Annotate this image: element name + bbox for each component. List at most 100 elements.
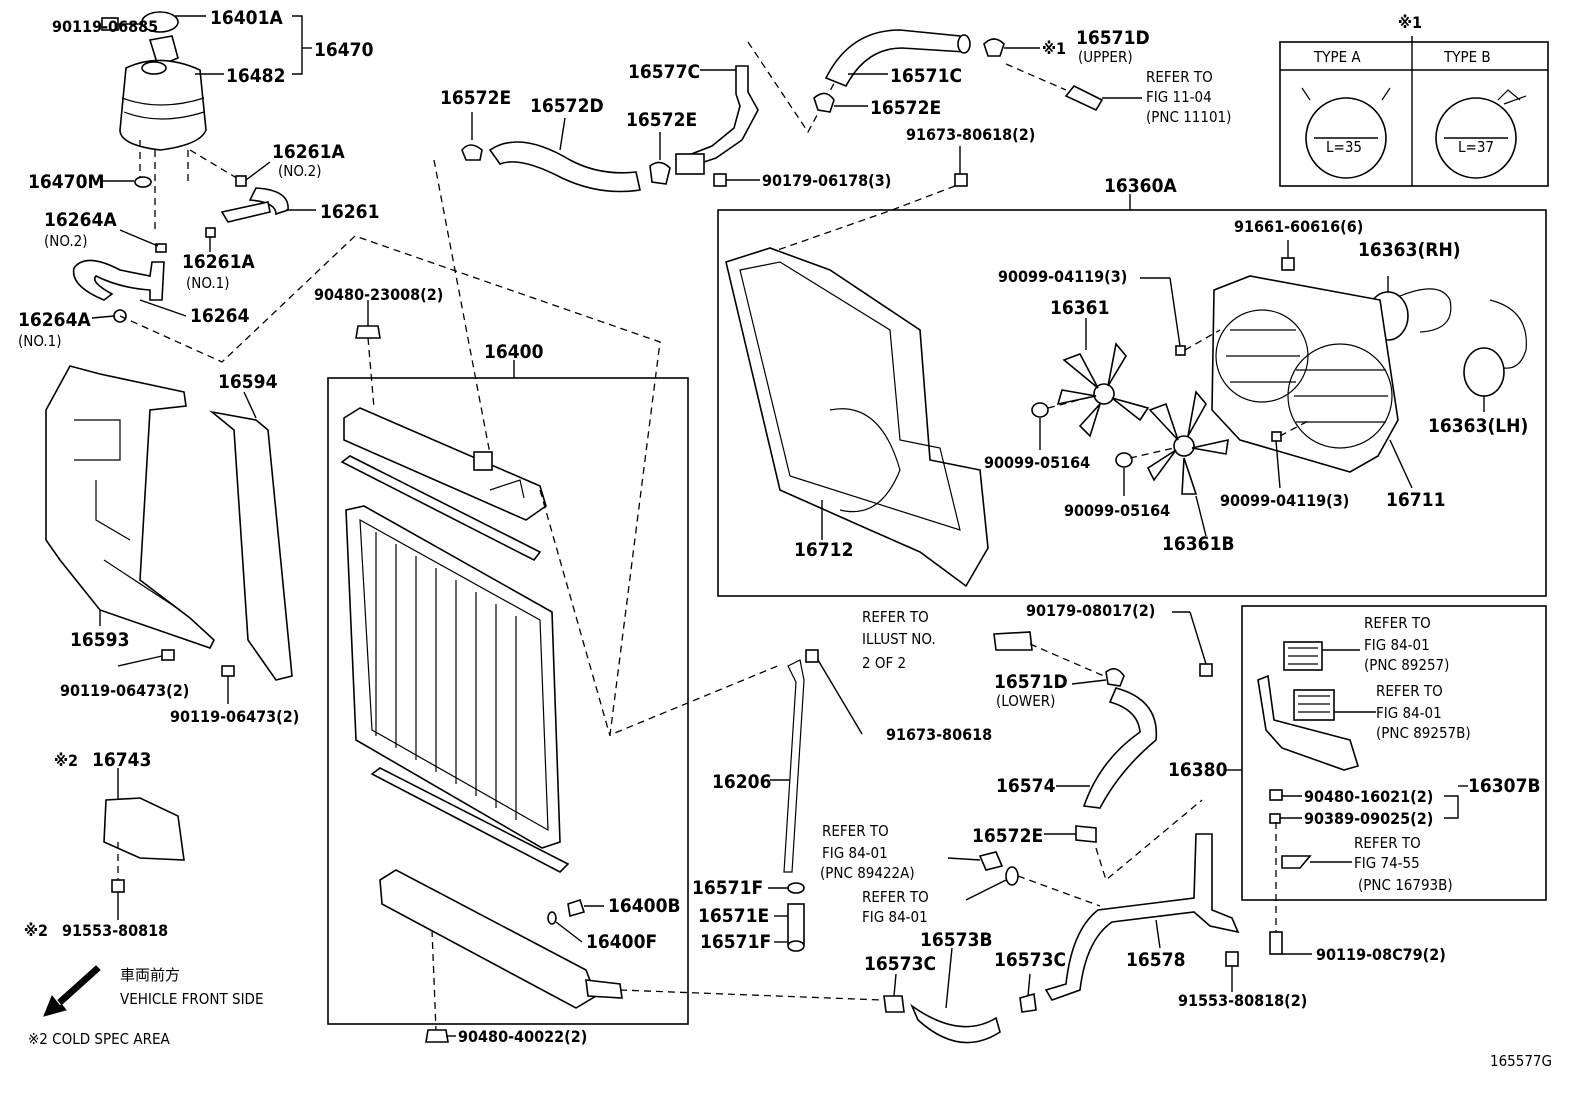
label-no2-a: (NO.2) <box>278 162 322 180</box>
label-16264A-no1: 16264A <box>18 309 91 331</box>
label-refer-illust: REFER TO <box>862 608 929 626</box>
label-90179-06178: 90179-06178(3) <box>762 171 891 190</box>
reservoir-tank <box>119 11 207 151</box>
clamp-type-box <box>1279 36 1549 187</box>
fan-shroud-box <box>717 209 1547 597</box>
label-ref2-b: ※2 <box>24 921 48 940</box>
label-16206: 16206 <box>712 771 771 793</box>
duct-16593 <box>45 365 215 649</box>
label-l37: L=37 <box>1458 138 1494 156</box>
label-16573B: 16573B <box>920 929 993 951</box>
label-16572E-b: 16572E <box>626 109 697 131</box>
label-91553-80818-2: 91553-80818(2) <box>1178 991 1307 1010</box>
label-16571C: 16571C <box>890 65 962 87</box>
label-16573C-a: 16573C <box>864 953 936 975</box>
label-figure-id: 165577G <box>1490 1052 1552 1070</box>
label-fig-84-d: FIG 84-01 <box>1376 704 1442 722</box>
label-90099-04119-b: 90099-04119(3) <box>1220 491 1349 510</box>
pipe-16578 <box>1044 833 1240 1001</box>
label-16261: 16261 <box>320 201 379 223</box>
label-16577C: 16577C <box>628 61 700 83</box>
label-16261A-no2: 16261A <box>272 141 345 163</box>
label-fig-11-04: FIG 11-04 <box>1146 88 1212 106</box>
radiator-tank-lower <box>379 869 623 1009</box>
hose-16571E <box>787 882 805 952</box>
relay-89257B <box>1293 689 1335 721</box>
label-16594: 16594 <box>218 371 278 393</box>
oring-16400F <box>547 911 557 925</box>
bolt-90119-08C79 <box>1269 931 1283 955</box>
nut-90179-08017 <box>1199 663 1213 677</box>
clamp-16264A-no2 <box>155 243 167 253</box>
drain-16400B <box>567 898 586 918</box>
nut-90179-06178 <box>713 173 727 187</box>
clamp-16573C-a <box>883 995 905 1013</box>
clamp-16572E-a <box>461 144 483 161</box>
bracket-16307B <box>1257 674 1360 771</box>
motor-16363-lh <box>1463 299 1527 397</box>
bolt-90119-06473-a <box>161 649 175 661</box>
vehicle-front-arrow-icon <box>43 965 101 1017</box>
label-16361B: 16361B <box>1162 533 1235 555</box>
clamp-16571D-lower <box>1105 668 1125 687</box>
cap-90480-40022 <box>425 1029 449 1043</box>
cap-16470M <box>134 176 152 188</box>
label-pnc-16793B: (PNC 16793B) <box>1358 876 1453 894</box>
hose-16572D <box>488 141 641 193</box>
screw-90099-04119-a <box>1175 345 1186 356</box>
label-91673-80618: 91673-80618 <box>886 725 992 744</box>
label-90119-06473-a: 90119-06473(2) <box>60 681 189 700</box>
label-refer-84-a: REFER TO <box>822 822 889 840</box>
label-pnc-89257: (PNC 89257) <box>1364 656 1449 674</box>
radiator-tank-upper <box>343 407 547 521</box>
label-no1-a: (NO.1) <box>186 274 230 292</box>
radiator-core <box>345 505 561 849</box>
bolt-91661-60616 <box>1281 257 1295 271</box>
label-16264A-no2: 16264A <box>44 209 117 231</box>
label-16572E-c: 16572E <box>870 97 941 119</box>
label-16400: 16400 <box>484 341 544 363</box>
label-no2-b: (NO.2) <box>44 232 88 250</box>
bolt-90119-06885 <box>101 17 128 31</box>
nut-90099-05164-a <box>1031 402 1049 418</box>
label-16571F-a: 16571F <box>692 877 763 899</box>
label-16571D-upper: 16571D <box>1076 27 1150 49</box>
label-16380: 16380 <box>1168 759 1228 781</box>
label-16711: 16711 <box>1386 489 1445 511</box>
bracket-box <box>1241 605 1547 901</box>
cushion-90480-16021 <box>1269 789 1283 801</box>
fan-shroud-16711 <box>1211 275 1399 473</box>
label-90099-04119-a: 90099-04119(3) <box>998 267 1127 286</box>
hose-16264 <box>72 259 165 301</box>
clamp-16572E-b <box>649 161 671 185</box>
label-16363-rh: 16363(RH) <box>1358 239 1461 261</box>
label-ref2-a: ※2 <box>54 751 78 770</box>
cover-16743 <box>103 797 185 861</box>
label-refer-to-a: REFER TO <box>1146 68 1213 86</box>
label-16261A-no1: 16261A <box>182 251 255 273</box>
label-16578: 16578 <box>1126 949 1185 971</box>
relay-89257 <box>1283 641 1323 671</box>
clamp-16573C-b <box>1019 992 1037 1013</box>
label-90480-16021: 90480-16021(2) <box>1304 787 1433 806</box>
label-16264: 16264 <box>190 305 250 327</box>
label-refer-84-d: REFER TO <box>1376 682 1443 700</box>
label-16572D: 16572D <box>530 95 604 117</box>
radiator-box <box>327 377 689 1025</box>
duct-16594 <box>209 410 293 681</box>
label-16712: 16712 <box>794 539 853 561</box>
label-16572E-a: 16572E <box>440 87 511 109</box>
bolt-90119-06473-b <box>221 665 235 677</box>
label-refer-84-b: REFER TO <box>862 888 929 906</box>
label-vehicle-front-jp: 車両前方 <box>120 966 180 984</box>
clamp-16261A-no2 <box>235 175 247 187</box>
nut-90099-05164-b <box>1115 452 1133 468</box>
label-fig-84-b: FIG 84-01 <box>862 908 928 926</box>
label-ref1: ※1 <box>1042 39 1066 58</box>
label-16793B <box>1281 855 1312 869</box>
label-16571F-b: 16571F <box>700 931 771 953</box>
hose-16573B <box>910 1003 1001 1044</box>
label-16470: 16470 <box>314 39 374 61</box>
label-fig-84-c: FIG 84-01 <box>1364 636 1430 654</box>
label-16482: 16482 <box>226 65 285 87</box>
